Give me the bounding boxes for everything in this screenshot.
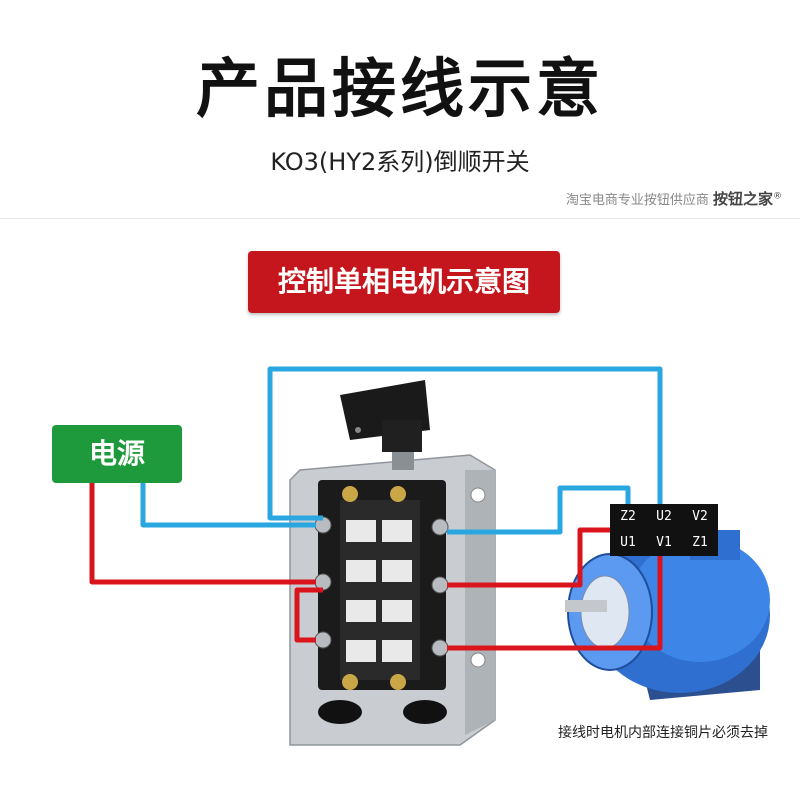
motor-illustration <box>565 530 770 700</box>
motor-terminal-box: Z2 U2 V2 U1 V1 Z1 <box>610 504 718 556</box>
terminal-v2: V2 <box>692 509 708 524</box>
power-source-label: 电源 <box>52 425 182 483</box>
switch-handle <box>340 380 430 470</box>
terminal-u1: U1 <box>620 535 636 550</box>
terminal-v1: V1 <box>656 535 672 550</box>
blue-wire-power <box>140 483 316 528</box>
terminal-z2: Z2 <box>620 509 636 524</box>
shop-prefix: 淘宝电商专业按钮供应商 <box>565 193 709 208</box>
terminal-row-top: Z2 U2 V2 <box>610 504 718 530</box>
shop-brand: 按钮之家 <box>712 190 773 208</box>
divider <box>0 218 800 219</box>
terminal-u2: U2 <box>656 509 672 524</box>
terminal-z1: Z1 <box>692 535 708 550</box>
diagram-banner: 控制单相电机示意图 <box>248 251 560 313</box>
red-wire-power <box>89 483 316 585</box>
red-wire-v1 <box>447 555 663 651</box>
switch-terminals <box>314 516 449 657</box>
switch-body <box>318 480 446 690</box>
red-wire-jumper <box>294 587 323 643</box>
product-subtitle: KO3(HY2系列)倒顺开关 <box>270 148 530 176</box>
page-title: 产品接线示意 <box>196 53 604 127</box>
wiring-note: 接线时电机内部连接铜片必须去掉 <box>558 725 768 741</box>
blue-wire-loop <box>267 366 663 521</box>
blue-wires <box>140 366 663 535</box>
terminal-row-bottom: U1 V1 Z1 <box>610 530 718 556</box>
blue-wire-z2 <box>447 485 631 535</box>
shop-tagline: 淘宝电商专业按钮供应商 按钮之家® <box>566 188 782 209</box>
registered-mark: ® <box>773 191 782 202</box>
